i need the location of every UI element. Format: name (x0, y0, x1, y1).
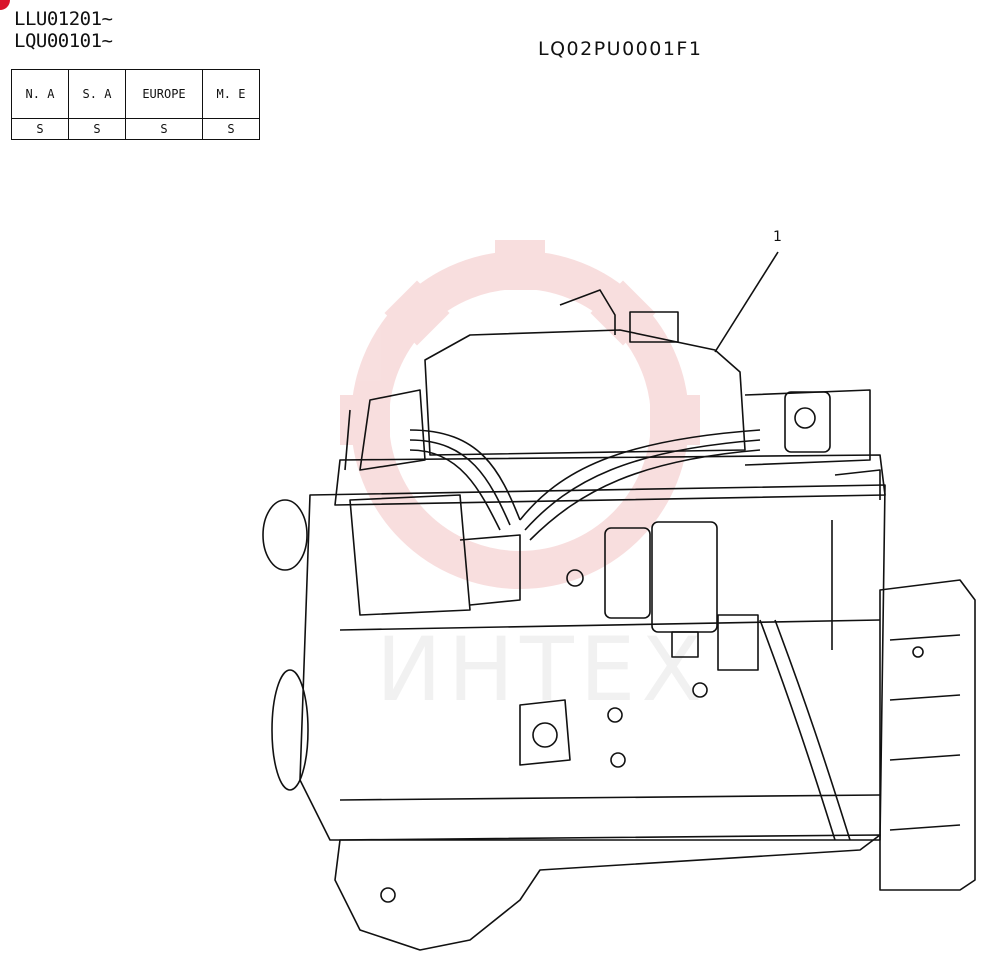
fuel-line (409, 439, 511, 526)
drain-plug (380, 887, 396, 903)
core-plug (566, 569, 584, 587)
value-na: S (11, 118, 69, 140)
column-header-europe: EUROPE (125, 69, 203, 119)
watermark-text: ИНТЕХ (376, 618, 708, 721)
column-header-sa: S. A (68, 69, 126, 119)
thermostat-housing (784, 391, 831, 453)
cylinder-block (299, 484, 886, 841)
damper-pulley (271, 669, 309, 791)
fuel-filter (604, 527, 651, 619)
breather (559, 289, 616, 335)
thermostat-outlet (794, 407, 816, 429)
core-plug (692, 682, 708, 698)
flywheel-housing (879, 579, 976, 891)
oil-pan (334, 834, 881, 951)
fuel-line (409, 449, 501, 531)
market-spec-table: N. A S. A EUROPE M. E S S S S (11, 69, 260, 140)
block-rail (339, 794, 881, 801)
fuel-line (519, 429, 761, 521)
core-plug (607, 707, 623, 723)
dipstick-tube (774, 619, 851, 841)
value-me: S (202, 118, 260, 140)
feed-pump (717, 614, 759, 671)
column-header-me: M. E (202, 69, 260, 119)
core-plug (610, 752, 626, 768)
serial-range-1: LLU01201~ (14, 8, 113, 30)
coolant-pipe (834, 469, 881, 500)
block-mount-plate (519, 699, 571, 766)
housing-bolt (912, 646, 924, 658)
oil-filter (651, 521, 718, 633)
callout-number: 1 (773, 229, 782, 245)
watermark-gear-tooth (590, 280, 656, 346)
watermark-gear-tooth (384, 280, 450, 346)
lift-bracket (344, 409, 351, 471)
serial-range-2: LQU00101~ (14, 30, 113, 52)
front-pulley (262, 499, 308, 571)
mount-bore (532, 722, 558, 748)
callout-leader-line (714, 251, 779, 353)
serial-number-block: LLU01201~ LQU00101~ (14, 8, 113, 52)
corner-mark (0, 0, 10, 10)
filter-drain (671, 631, 699, 658)
fuel-line (529, 449, 761, 541)
block-seam (339, 619, 881, 631)
pump-outlets (459, 534, 521, 606)
engine-line-art (262, 251, 976, 951)
fuel-line (524, 439, 761, 531)
flywheel-ribs (889, 634, 961, 831)
column-header-na: N. A (11, 69, 69, 119)
injection-pump (349, 494, 471, 616)
drawing-code: LQ02PU0001F1 (538, 38, 703, 60)
dipstick-tube (759, 619, 836, 841)
fuel-line (409, 429, 521, 521)
oil-filler-cap (629, 311, 679, 343)
watermark-gear-tooth (495, 240, 545, 290)
